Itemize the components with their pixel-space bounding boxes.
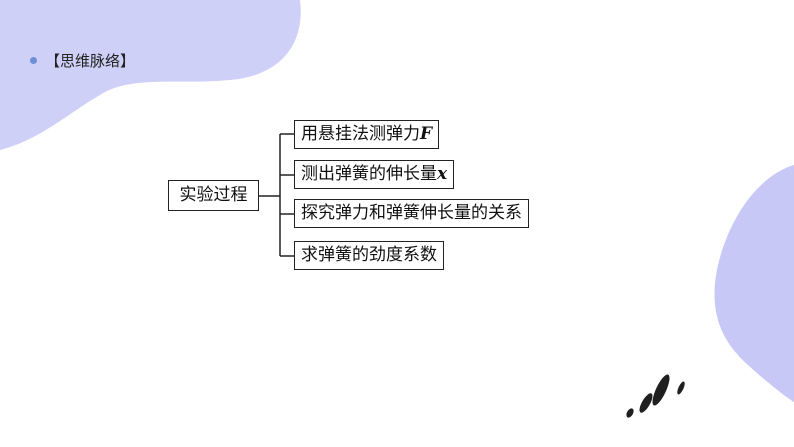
branch-node-4-text: 求弹簧的劲度系数 <box>301 245 437 265</box>
section-title: 【思维脉络】 <box>45 51 136 70</box>
branch-node-4: 求弹簧的劲度系数 <box>294 241 444 270</box>
branch-node-3: 探究弹力和弹簧伸长量的关系 <box>294 199 529 228</box>
root-node: 实验过程 <box>168 180 259 211</box>
root-node-label: 实验过程 <box>179 185 248 205</box>
branch-node-2-variable: x <box>437 164 448 184</box>
branch-node-2-text: 测出弹簧的伸长量 <box>301 164 437 184</box>
section-header: 【思维脉络】 <box>30 50 135 70</box>
branch-node-1-variable: F <box>420 124 433 144</box>
bullet-dot-icon <box>30 56 37 64</box>
branch-node-3-text: 探究弹力和弹簧伸长量的关系 <box>301 203 522 223</box>
branch-node-1-text: 用悬挂法测弹力 <box>301 124 420 144</box>
